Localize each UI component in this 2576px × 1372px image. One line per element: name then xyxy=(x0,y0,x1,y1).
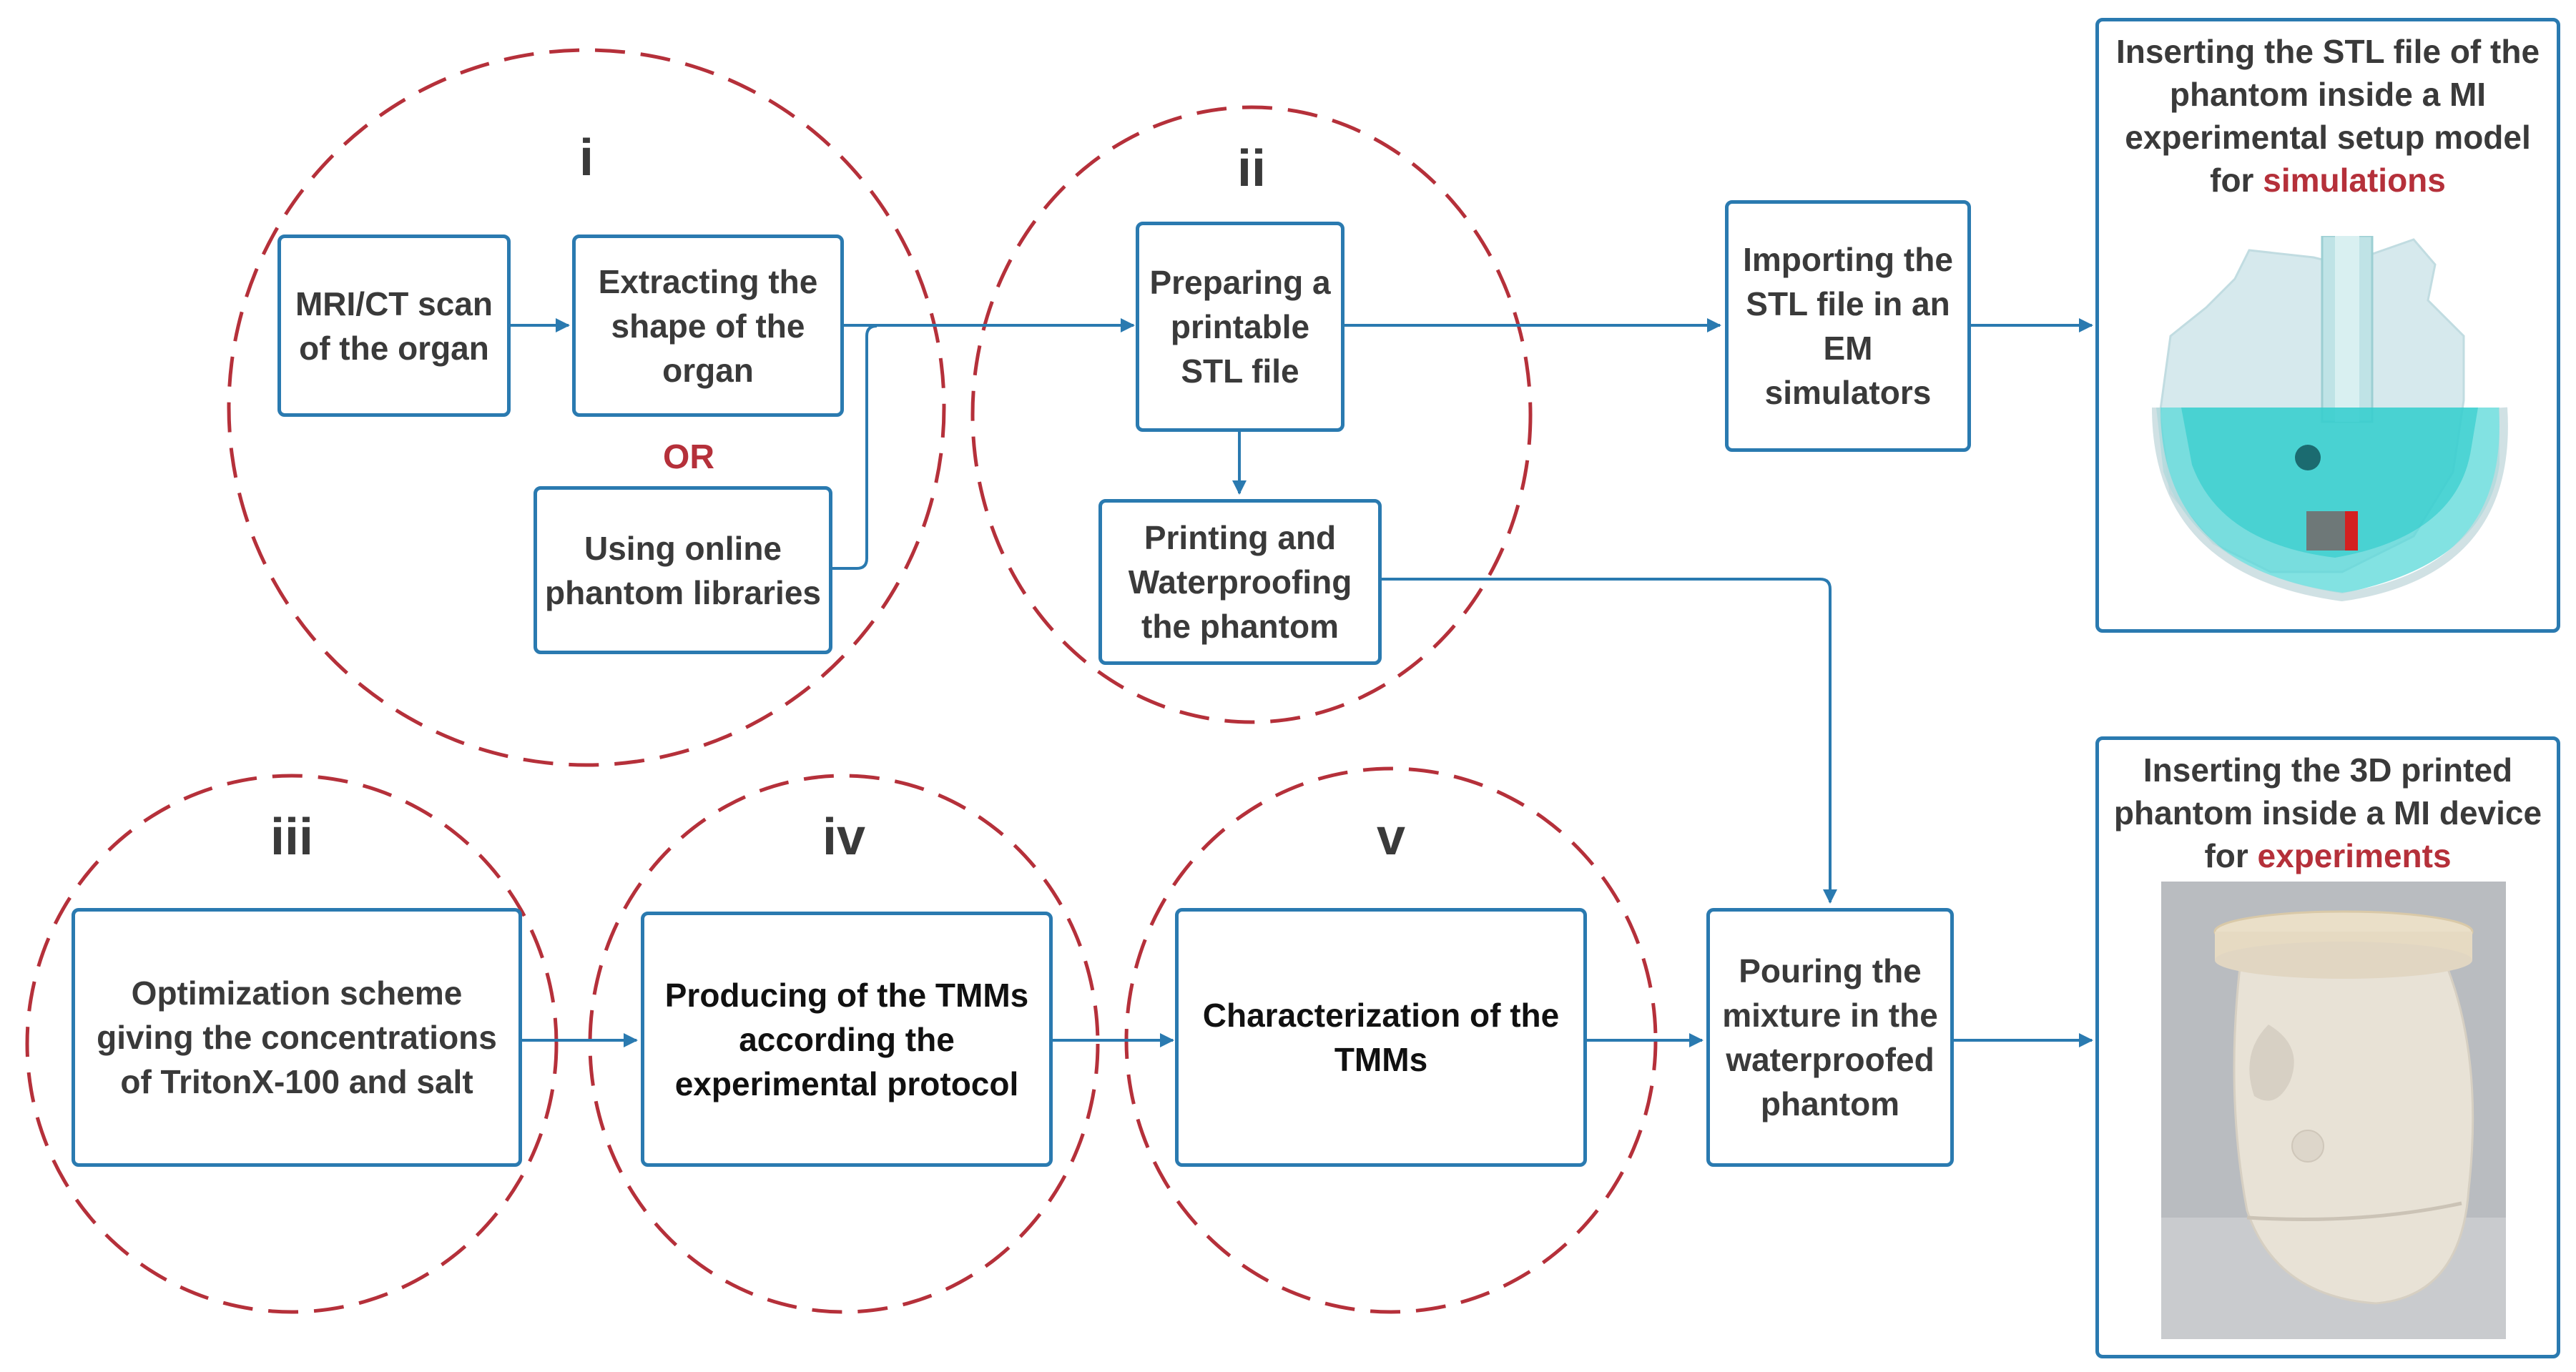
circle-i xyxy=(227,48,946,767)
panel-simulations: Inserting the STL file of the phantom in… xyxy=(2095,18,2560,633)
circle-iii xyxy=(25,774,559,1314)
arrow-online-join xyxy=(830,325,877,570)
stage-label-iii: iii xyxy=(270,809,314,866)
box-printing: Printing and Waterproofing the phantom xyxy=(1098,499,1382,665)
box-extract-shape: Extracting the shape of the organ xyxy=(572,235,844,417)
box-characterization: Characterization of the TMMs xyxy=(1175,908,1587,1167)
box-mri-scan: MRI/CT scan of the organ xyxy=(277,235,511,417)
panel-simulations-title: Inserting the STL file of the phantom in… xyxy=(2115,33,2540,199)
circle-ii xyxy=(970,105,1533,724)
box-stl-file: Preparing a printable STL file xyxy=(1136,222,1344,432)
stage-label-ii: ii xyxy=(1237,140,1267,197)
stage-label-iv: iv xyxy=(822,809,866,866)
simulation-model-image xyxy=(2152,236,2508,602)
box-producing-tmms: Producing of the TMMs according the expe… xyxy=(641,912,1053,1167)
box-pouring: Pouring the mixture in the waterproofed … xyxy=(1706,908,1954,1167)
circle-iv xyxy=(588,774,1100,1314)
panel-experiments-title: Inserting the 3D printed phantom inside … xyxy=(2113,751,2542,874)
arrow-printing-pouring xyxy=(1380,578,1837,904)
box-optimization: Optimization scheme giving the concentra… xyxy=(72,908,522,1167)
panel-experiments: Inserting the 3D printed phantom inside … xyxy=(2095,736,2560,1358)
box-online-libraries: Using online phantom libraries xyxy=(534,486,832,654)
stage-label-i: i xyxy=(579,129,594,187)
box-import-stl: Importing the STL file in an EM simulato… xyxy=(1725,200,1971,452)
stage-label-v: v xyxy=(1376,809,1406,866)
or-label: OR xyxy=(663,438,714,476)
printed-phantom-photo xyxy=(2161,882,2506,1339)
